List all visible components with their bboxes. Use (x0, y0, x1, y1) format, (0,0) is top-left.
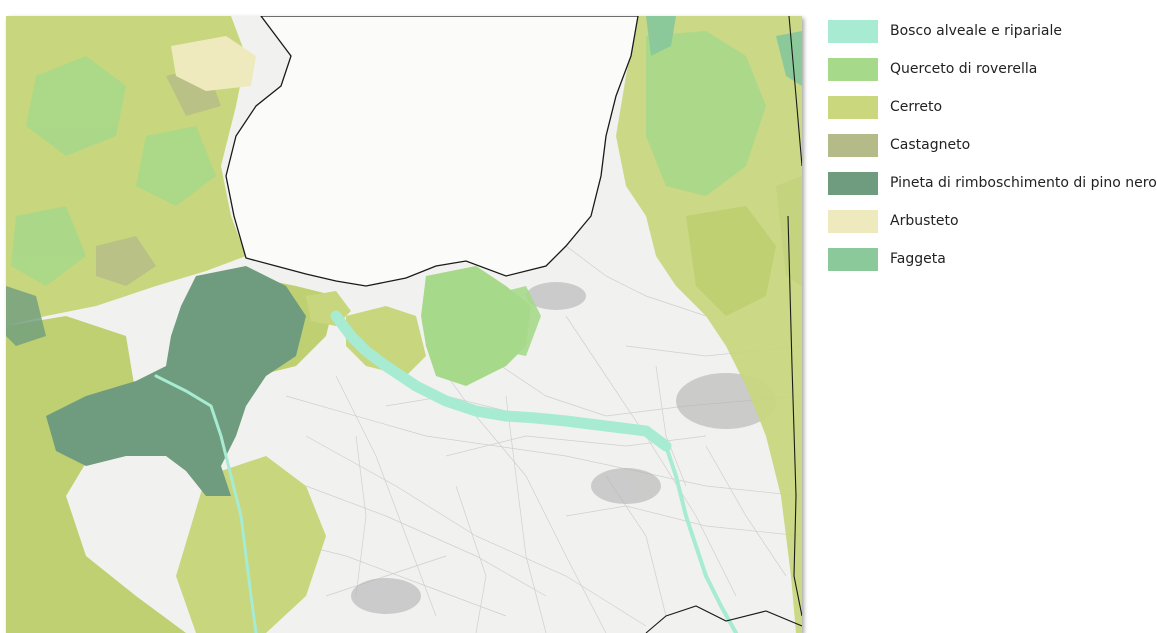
legend-label: Castagneto (890, 137, 971, 153)
excluded-area (225, 16, 639, 287)
legend-item-cerreto: Cerreto (828, 88, 1157, 126)
legend-label: Faggeta (890, 251, 946, 267)
legend-swatch-icon (828, 209, 878, 233)
forest-querceto-central (421, 266, 541, 386)
urban-areas (351, 282, 776, 614)
boundary-lines (645, 16, 802, 633)
legend-label: Querceto di roverella (890, 61, 1038, 77)
river-ripariale (154, 310, 738, 633)
legend-swatch-icon (828, 57, 878, 81)
legend-item-querceto: Querceto di roverella (828, 50, 1157, 88)
map-legend: Bosco alveale e ripariale Querceto di ro… (828, 12, 1157, 278)
legend-swatch-icon (828, 95, 878, 119)
legend-item-faggeta: Faggeta (828, 240, 1157, 278)
legend-swatch-icon (828, 247, 878, 271)
forest-faggeta-east (646, 16, 802, 86)
legend-label: Cerreto (890, 99, 943, 115)
forest-cerreto-east (616, 16, 802, 633)
forest-querceto-west (11, 56, 216, 286)
legend-label: Arbusteto (890, 213, 959, 229)
legend-item-bosco-alveale: Bosco alveale e ripariale (828, 12, 1157, 50)
legend-swatch-icon (828, 171, 878, 195)
map-canvas (6, 16, 802, 633)
legend-item-castagneto: Castagneto (828, 126, 1157, 164)
legend-item-pineta: Pineta di rimboschimento di pino nero (828, 164, 1157, 202)
legend-label: Pineta di rimboschimento di pino nero (890, 175, 1157, 191)
legend-item-arbusteto: Arbusteto (828, 202, 1157, 240)
arbusteto-northwest (171, 36, 256, 91)
legend-label: Bosco alveale e ripariale (890, 23, 1062, 39)
vegetation-map[interactable] (6, 16, 802, 633)
legend-swatch-icon (828, 133, 878, 157)
legend-swatch-icon (828, 19, 878, 43)
